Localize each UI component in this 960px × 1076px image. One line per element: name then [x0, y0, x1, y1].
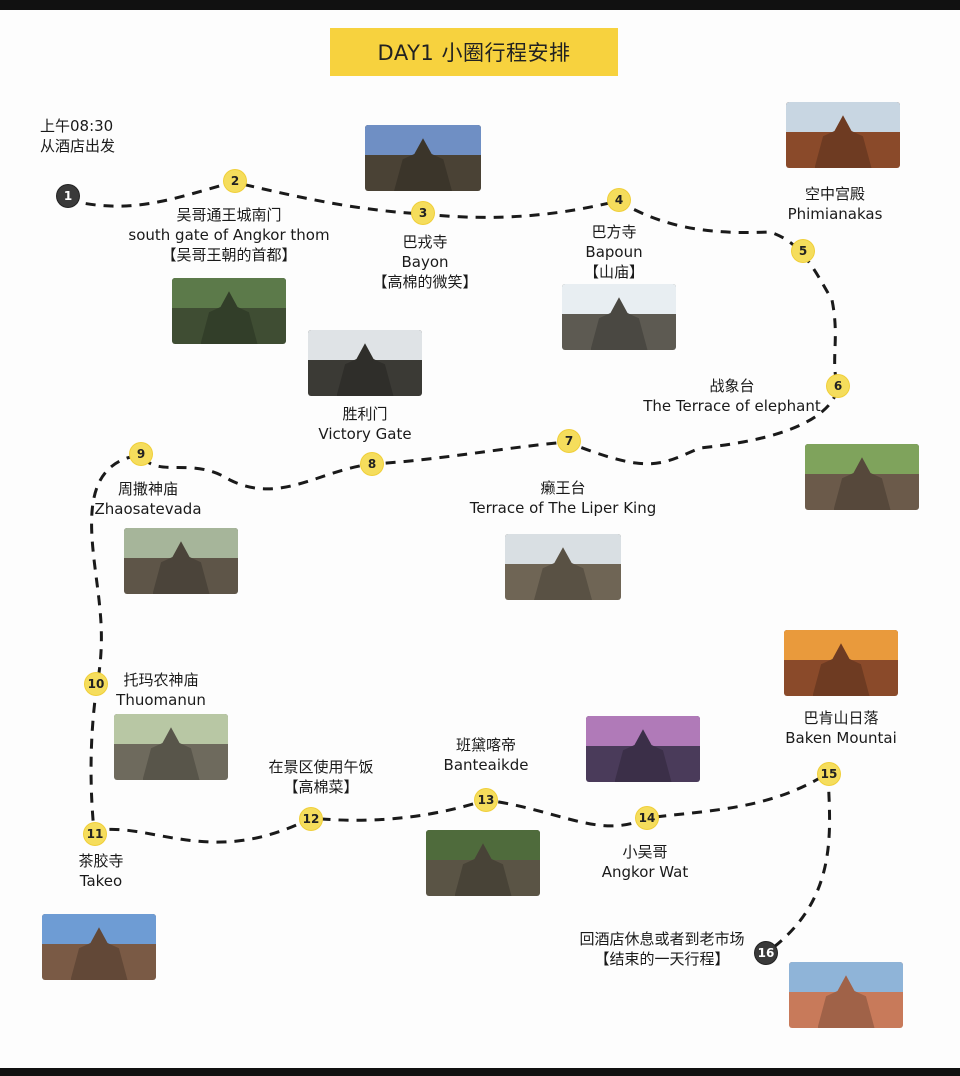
stop-label-12-note: 【高棉菜】	[283, 778, 359, 796]
stop-label-2-note: 【吴哥王朝的首都】	[161, 246, 297, 264]
stop-marker-10: 10	[85, 673, 107, 695]
thuomanun-photo	[114, 714, 228, 780]
stop-label-9-en: Zhaosatevada	[94, 500, 202, 518]
stop-label-5-zh: 空中宫殿	[804, 185, 866, 203]
stop-label-10-zh: 托玛农神庙	[123, 671, 199, 689]
stop-label-10-en: Thuomanun	[116, 691, 206, 709]
stop-label-14: 小吴哥 Angkor Wat	[602, 842, 689, 882]
stop-label-2-zh: 吴哥通王城南门	[176, 206, 282, 224]
start-time: 上午08:30	[40, 117, 114, 135]
stop-label-9-zh: 周撒神庙	[117, 480, 178, 498]
stop-label-15-en: Baken Mountai	[785, 729, 897, 747]
stop-label-2: 吴哥通王城南门 south gate of Angkor thom 【吴哥王朝的…	[128, 205, 329, 265]
stop-marker-11: 11	[84, 823, 106, 845]
stop-label-2-en: south gate of Angkor thom	[128, 226, 330, 244]
stop-marker-9: 9	[130, 443, 152, 465]
stop-marker-6: 6	[827, 375, 849, 397]
start-info: 上午08:30 从酒店出发	[40, 116, 115, 156]
stop-label-15-zh: 巴肯山日落	[803, 709, 879, 727]
stop-label-14-en: Angkor Wat	[601, 863, 689, 881]
stop-marker-14: 14	[636, 807, 658, 829]
stop-marker-13: 13	[475, 789, 497, 811]
stop-marker-3: 3	[412, 202, 434, 224]
stop-marker-16: 16	[755, 942, 777, 964]
stop-label-6-zh: 战象台	[709, 377, 755, 395]
stop-marker-8: 8	[361, 453, 383, 475]
old-market-photo	[789, 962, 903, 1028]
stop-marker-12: 12	[300, 808, 322, 830]
stop-label-5: 空中宫殿 Phimianakas	[788, 184, 883, 224]
takeo-photo	[42, 914, 156, 980]
stop-label-16: 回酒店休息或者到老市场 【结束的一天行程】	[579, 929, 744, 969]
start-text: 从酒店出发	[40, 137, 116, 155]
stop-label-4-en: Bapoun	[585, 243, 643, 261]
stop-label-3-note: 【高棉的微笑】	[372, 273, 478, 291]
stop-label-7-en: Terrace of The Liper King	[469, 499, 657, 517]
stop-label-3-zh: 巴戎寺	[402, 233, 448, 251]
baken-sunset-photo	[784, 630, 898, 696]
stop-label-13-en: Banteaikde	[443, 756, 529, 774]
phimianakas-photo	[786, 102, 900, 168]
stop-marker-2: 2	[224, 170, 246, 192]
stop-marker-7: 7	[558, 430, 580, 452]
stop-label-9: 周撒神庙 Zhaosatevada	[94, 479, 201, 519]
stop-label-4: 巴方寺 Bapoun 【山庙】	[584, 222, 644, 282]
stop-label-3: 巴戎寺 Bayon 【高棉的微笑】	[372, 232, 477, 292]
stop-label-13-zh: 班黛喀帝	[455, 736, 516, 754]
elephant-terrace-photo	[805, 444, 919, 510]
itinerary-map: DAY1 小圈行程安排 上午08:30 从酒店出发 1 2 3 4 5 6 7 …	[0, 10, 960, 1068]
stop-label-8-zh: 胜利门	[342, 405, 388, 423]
victory-gate-photo	[308, 330, 422, 396]
stop-label-4-note: 【山庙】	[583, 263, 645, 281]
banteaikde-photo	[426, 830, 540, 896]
stop-marker-5: 5	[792, 240, 814, 262]
stop-label-12-zh: 在景区使用午饭	[268, 758, 374, 776]
stop-label-12: 在景区使用午饭 【高棉菜】	[268, 757, 373, 797]
stop-label-13: 班黛喀帝 Banteaikde	[444, 735, 529, 775]
angkor-wat-photo	[586, 716, 700, 782]
stop-label-7-zh: 癞王台	[540, 479, 586, 497]
stop-label-16-zh: 回酒店休息或者到老市场	[579, 930, 745, 948]
stop-label-10: 托玛农神庙 Thuomanun	[116, 670, 206, 710]
south-gate-photo	[172, 278, 286, 344]
stop-marker-4: 4	[608, 189, 630, 211]
stop-label-11-en: Takeo	[79, 872, 123, 890]
bapoun-photo	[562, 284, 676, 350]
stop-label-8-en: Victory Gate	[318, 425, 412, 443]
stop-label-6: 战象台 The Terrace of elephant	[643, 376, 820, 416]
stop-label-3-en: Bayon	[401, 253, 449, 271]
stop-label-7: 癞王台 Terrace of The Liper King	[470, 478, 656, 518]
stop-label-11-zh: 茶胶寺	[78, 852, 124, 870]
stop-label-5-en: Phimianakas	[787, 205, 883, 223]
stop-label-6-en: The Terrace of elephant	[643, 397, 821, 415]
stop-marker-1: 1	[57, 185, 79, 207]
stop-label-8: 胜利门 Victory Gate	[318, 404, 411, 444]
stop-label-16-note: 【结束的一天行程】	[594, 950, 730, 968]
bayon-photo	[365, 125, 481, 191]
stop-label-15: 巴肯山日落 Baken Mountai	[785, 708, 897, 748]
stop-label-4-zh: 巴方寺	[591, 223, 637, 241]
stop-marker-15: 15	[818, 763, 840, 785]
page-title: DAY1 小圈行程安排	[330, 28, 618, 76]
zhaosatevada-photo	[124, 528, 238, 594]
stop-label-14-zh: 小吴哥	[622, 843, 668, 861]
stop-label-11: 茶胶寺 Takeo	[78, 851, 123, 891]
leper-king-photo	[505, 534, 621, 600]
